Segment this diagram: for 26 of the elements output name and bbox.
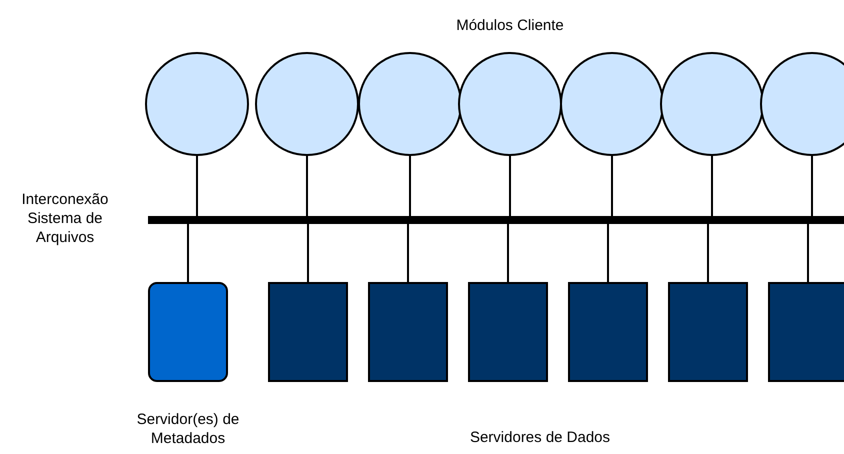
connector-line xyxy=(507,224,509,282)
data-server-box xyxy=(768,282,844,382)
data-server-box xyxy=(468,282,548,382)
connector-line xyxy=(611,156,613,216)
node-caption: Servidor(es) de Metadados xyxy=(136,410,240,448)
connector-line xyxy=(196,156,198,216)
connector-line xyxy=(607,224,609,282)
connector-line xyxy=(509,156,511,216)
connector-line xyxy=(187,224,189,282)
connector-line xyxy=(407,224,409,282)
group-label: Servidores de Dados xyxy=(468,428,612,447)
connector-line xyxy=(711,156,713,216)
interconnect-bar xyxy=(148,216,844,224)
data-server-box xyxy=(268,282,348,382)
data-server-box xyxy=(668,282,748,382)
data-server-box xyxy=(368,282,448,382)
group-label: Módulos Cliente xyxy=(455,16,565,35)
connector-line xyxy=(807,224,809,282)
metadata-server-box xyxy=(148,282,228,382)
connector-line xyxy=(306,156,308,216)
node-caption: Interconexão Sistema de Arquivos xyxy=(20,190,110,247)
connector-line xyxy=(707,224,709,282)
connector-line xyxy=(307,224,309,282)
data-server-box xyxy=(568,282,648,382)
connector-line xyxy=(409,156,411,216)
connector-line xyxy=(811,156,813,216)
